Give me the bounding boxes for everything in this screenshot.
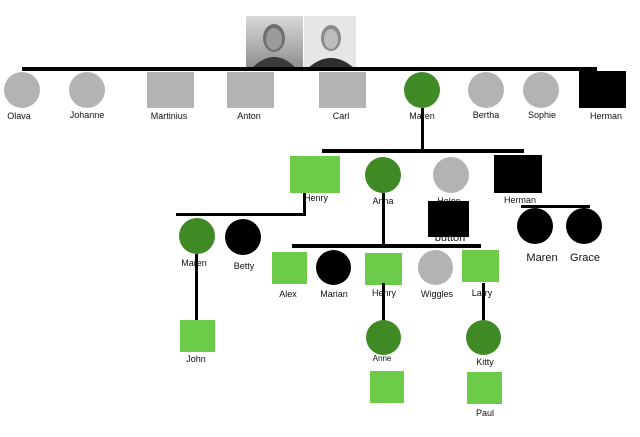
second-gen-line [322,149,524,153]
button-label: button [434,232,466,244]
node-wiggles[interactable] [418,250,453,285]
label-wiggles: Wiggles [420,289,454,299]
label-carl: Carl [332,111,350,121]
node-maren-left[interactable] [179,218,215,254]
label-anne: Anne [372,354,392,363]
button-box[interactable] [428,201,469,237]
henry-left-line [176,213,304,216]
label-paul: Paul [475,408,495,418]
larry-kitty-line [482,283,485,323]
node-maren-right[interactable] [517,208,553,244]
node-bertha[interactable] [468,72,504,108]
herman-children-line [521,205,590,208]
anna-descent-line [382,193,385,246]
node-anne-child[interactable] [370,371,404,403]
label-maren-right: Maren [526,252,558,264]
photo-man [246,16,303,68]
node-sophie[interactable] [523,72,559,108]
node-henry-low[interactable] [365,253,402,285]
node-henry-mid[interactable] [290,156,340,193]
label-kitty: Kitty [476,357,494,367]
label-john: John [186,354,206,364]
label-bertha: Bertha [472,110,500,120]
top-sibling-line [22,67,597,71]
label-olava: Olava [7,111,31,121]
label-henry-mid: Henry [303,193,329,203]
label-alex: Alex [279,289,297,299]
node-alex[interactable] [272,252,307,284]
label-johanne: Johanne [69,110,105,120]
label-anton: Anton [237,111,261,121]
node-olava[interactable] [4,72,40,108]
label-herman-mid: Herman [503,195,537,205]
label-sophie: Sophie [527,110,557,120]
photo-woman [304,16,356,68]
node-helen[interactable] [433,157,469,193]
node-herman-top[interactable] [579,71,626,108]
node-herman-mid[interactable] [494,155,542,193]
label-herman-top: Herman [589,111,623,121]
node-johanne[interactable] [69,72,105,108]
henry-anne-line [382,283,385,323]
node-larry[interactable] [462,250,499,282]
node-anton[interactable] [227,72,274,108]
node-martinius[interactable] [147,72,194,108]
node-carl[interactable] [319,72,366,108]
henry-drop-line [303,193,306,216]
node-betty[interactable] [225,219,261,255]
label-martinius: Martinius [150,111,188,121]
label-maren-left: Maren [181,258,207,268]
node-john[interactable] [180,320,215,352]
node-anne[interactable] [366,320,401,355]
label-grace: Grace [570,252,600,264]
maren-john-line [195,254,198,322]
node-maren-top[interactable] [404,72,440,108]
node-paul[interactable] [467,372,502,404]
label-marian: Marian [320,289,348,299]
node-anna-mid[interactable] [365,157,401,193]
node-kitty[interactable] [466,320,501,355]
node-grace[interactable] [566,208,602,244]
label-betty: Betty [233,261,255,271]
node-marian[interactable] [316,250,351,285]
third-gen-line [292,244,481,248]
maren-descent-line [421,108,424,150]
